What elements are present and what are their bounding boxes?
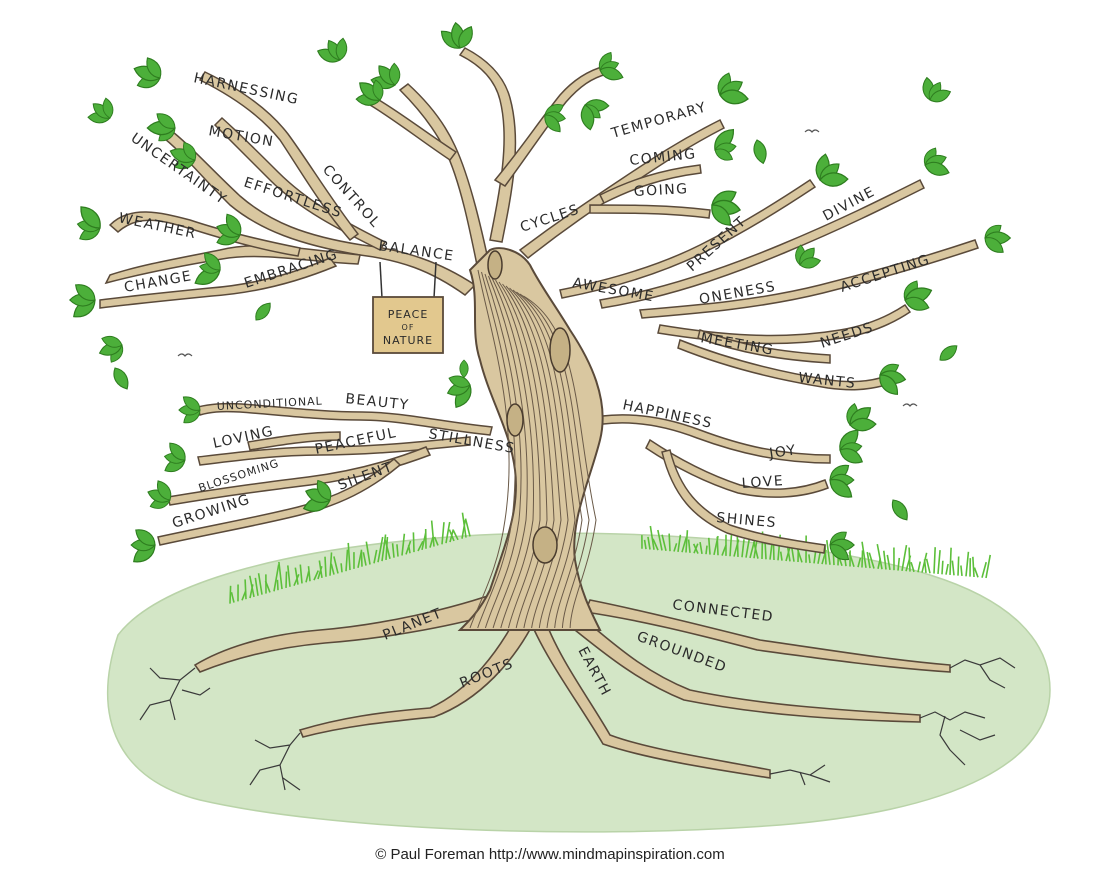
roots-group bbox=[193, 589, 951, 779]
copyright-credit: © Paul Foreman http://www.mindmapinspira… bbox=[375, 846, 725, 863]
label-coming: COMING bbox=[629, 146, 698, 169]
trunk bbox=[457, 247, 604, 631]
root-connected bbox=[583, 599, 951, 673]
root-grounded bbox=[563, 610, 921, 723]
root-planet bbox=[193, 589, 517, 673]
birds bbox=[177, 129, 918, 407]
label-unconditional: UNCONDITIONAL bbox=[216, 394, 323, 413]
label-joy: JOY bbox=[767, 442, 797, 462]
branches bbox=[99, 47, 979, 554]
label-beauty: BEAUTY bbox=[345, 391, 411, 414]
label-wants: WANTS bbox=[798, 370, 857, 392]
grass bbox=[229, 512, 992, 604]
root-earth bbox=[530, 618, 771, 779]
label-love: LOVE bbox=[741, 473, 785, 492]
root-hairs bbox=[139, 657, 1016, 791]
sign-line-1: PEACE bbox=[388, 308, 429, 321]
ground bbox=[107, 532, 1051, 833]
label-needs: NEEDS bbox=[818, 319, 876, 351]
peace-of-nature-sign: PEACE OF NATURE bbox=[372, 261, 444, 354]
root-roots bbox=[298, 608, 537, 738]
label-shines: SHINES bbox=[716, 510, 778, 531]
label-going: GOING bbox=[633, 181, 689, 200]
sign-line-3: NATURE bbox=[383, 334, 433, 347]
sign-line-2: OF bbox=[402, 323, 415, 332]
